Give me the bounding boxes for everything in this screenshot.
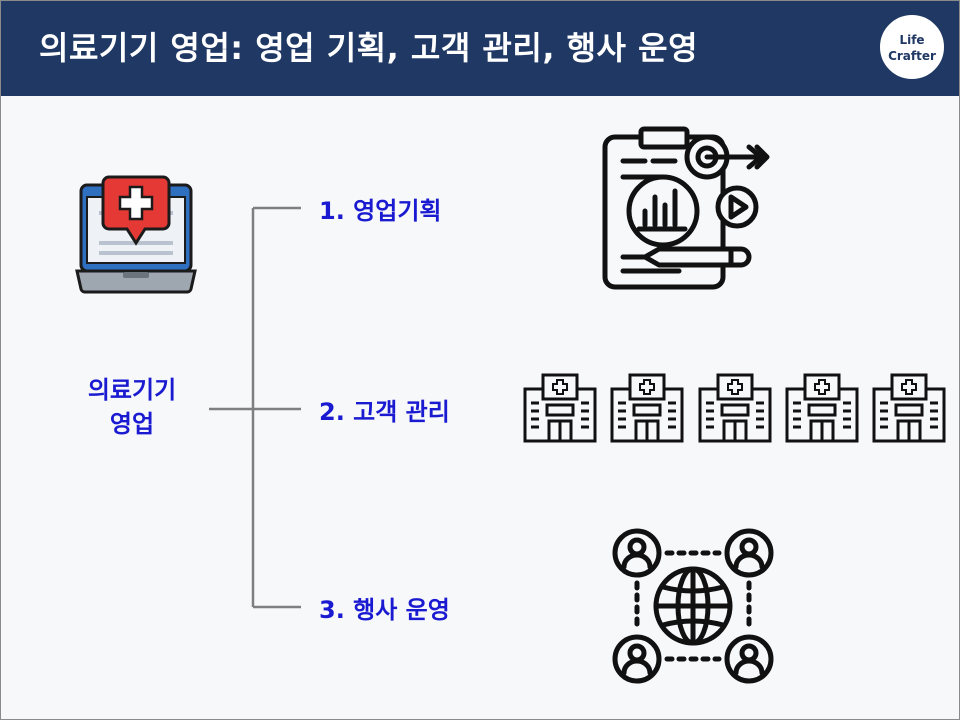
- logo-text-line2: Crafter: [888, 49, 936, 63]
- root-label: 의료기기 영업: [61, 373, 203, 441]
- hospital-building-icon: [872, 373, 946, 443]
- hospital-building-icon: [698, 373, 772, 443]
- header-bar: 의료기기 영업: 영업 기획, 고객 관리, 행사 운영 Life Crafte…: [1, 1, 959, 96]
- branch-label-sales-planning: 1. 영업기획: [319, 197, 442, 225]
- root-label-line2: 영업: [109, 410, 155, 438]
- medical-laptop-icon: [75, 175, 197, 294]
- hospital-building-icon: [785, 373, 859, 443]
- root-label-line1: 의료기기: [87, 376, 177, 404]
- hospital-building-icon: [610, 373, 684, 443]
- global-network-people-icon: [612, 528, 774, 684]
- branch-label-customer-management: 2. 고객 관리: [319, 398, 450, 426]
- branch-label-event-operation: 3. 행사 운영: [319, 596, 450, 624]
- logo-text-line1: Life: [899, 33, 925, 47]
- page-title: 의료기기 영업: 영업 기획, 고객 관리, 행사 운영: [39, 29, 699, 67]
- planning-clipboard-target-icon: [602, 126, 770, 290]
- hospital-building-icon: [523, 373, 597, 443]
- lifecrafter-logo: Life Crafter: [878, 13, 946, 81]
